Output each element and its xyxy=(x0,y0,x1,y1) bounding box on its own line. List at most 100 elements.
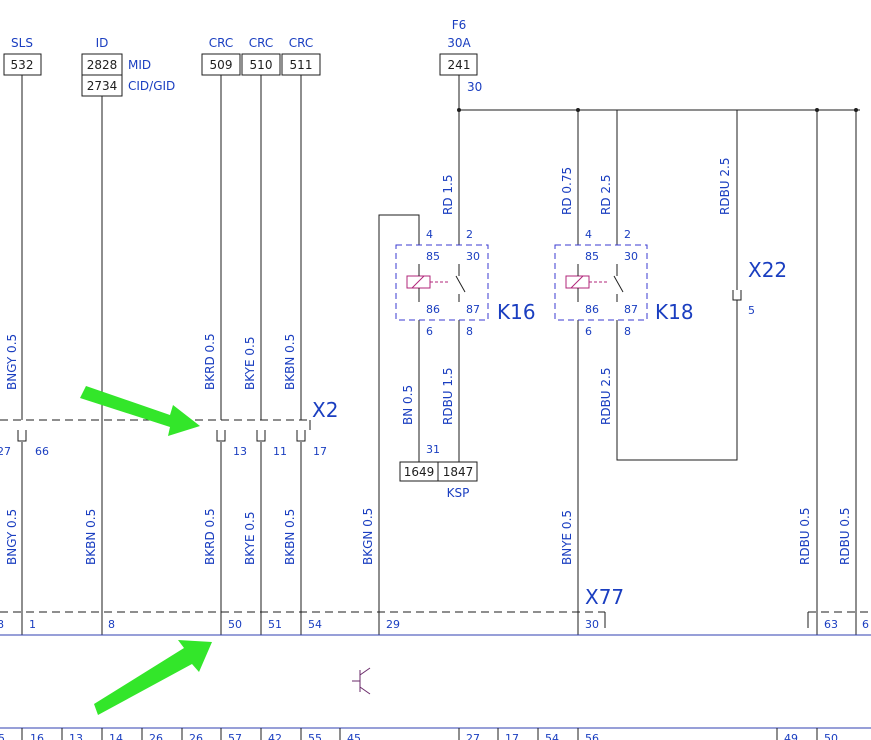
k18-pin-8: 8 xyxy=(624,325,631,338)
wire-label-bkbn-upper: BKBN 0.5 xyxy=(283,334,297,390)
svg-text:29: 29 xyxy=(386,618,400,631)
k18-pin-6: 6 xyxy=(585,325,592,338)
wire-label-bn05: BN 0.5 xyxy=(401,385,415,425)
label-k16[interactable]: K16 xyxy=(497,300,536,324)
wire-label-rdbu05-a: RDBU 0.5 xyxy=(798,508,812,566)
x2-pin-13: 13 xyxy=(233,445,247,458)
transistor-icon xyxy=(352,667,371,695)
x77-connector[interactable] xyxy=(0,611,871,628)
wire-label-bkbn-lower: BKBN 0.5 xyxy=(283,509,297,565)
bottom-row-dividers xyxy=(21,728,818,740)
wire-label-rdbu25-x22: RDBU 2.5 xyxy=(718,158,732,216)
wire-label-bkye-upper: BKYE 0.5 xyxy=(243,337,257,390)
relay-k16-outline xyxy=(395,244,489,321)
label-ksp: KSP xyxy=(447,486,470,500)
wire-label-bngy-upper: BNGY 0.5 xyxy=(5,334,19,390)
x2-connector[interactable] xyxy=(0,419,311,442)
wire-label-bkrd-upper: BKRD 0.5 xyxy=(203,333,217,390)
wire-rdbu25-loop[interactable] xyxy=(616,300,738,461)
box-2828[interactable]: 2828 xyxy=(87,58,118,72)
annotation-arrows xyxy=(80,386,212,715)
svg-text:8: 8 xyxy=(108,618,115,631)
label-x77[interactable]: X77 xyxy=(585,585,624,609)
wire-label-bkye-lower: BKYE 0.5 xyxy=(243,512,257,565)
k16-pin-4: 4 xyxy=(426,228,433,241)
x2-pin-66: 66 xyxy=(35,445,49,458)
svg-text:17: 17 xyxy=(505,732,519,740)
label-fuse-rating: 30A xyxy=(447,36,471,50)
header-boxes xyxy=(3,53,478,482)
svg-text:54: 54 xyxy=(545,732,559,740)
wire-label-bngy-lower: BNGY 0.5 xyxy=(5,509,19,565)
svg-text:51: 51 xyxy=(268,618,282,631)
k16-pin-30: 30 xyxy=(466,250,480,263)
arrow-to-x77-icon xyxy=(94,640,212,715)
x22-connector[interactable] xyxy=(732,290,742,301)
svg-text:16: 16 xyxy=(30,732,44,740)
wire-label-rd15: RD 1.5 xyxy=(441,175,455,215)
svg-text:5: 5 xyxy=(0,732,5,740)
svg-text:6: 6 xyxy=(862,618,869,631)
label-fuse-name: F6 xyxy=(452,18,467,32)
svg-text:30: 30 xyxy=(585,618,599,631)
k18-pin-30: 30 xyxy=(624,250,638,263)
k16-pin-87: 87 xyxy=(466,303,480,316)
header-labels: SLS ID CRC CRC CRC F6 30A 30 MID CID/GID… xyxy=(11,18,482,500)
ksp-pin-31: 31 xyxy=(426,443,440,456)
svg-text:26: 26 xyxy=(149,732,163,740)
component-labels: K16 K18 X22 X2 X77 xyxy=(312,258,787,609)
label-crc-509: CRC xyxy=(209,36,234,50)
wire-label-rdbu05-b: RDBU 0.5 xyxy=(838,508,852,566)
k16-pin-86: 86 xyxy=(426,303,440,316)
label-x2[interactable]: X2 xyxy=(312,398,338,422)
svg-text:1: 1 xyxy=(29,618,36,631)
wire-bkgn[interactable] xyxy=(378,214,420,635)
svg-text:8: 8 xyxy=(0,618,4,631)
label-x22[interactable]: X22 xyxy=(748,258,787,282)
box-532[interactable]: 532 xyxy=(11,58,34,72)
wire-labels: BNGY 0.5 BNGY 0.5 BKBN 0.5 BKRD 0.5 BKRD… xyxy=(5,158,852,566)
x2-pin-27: 27 xyxy=(0,445,11,458)
k16-pin-85: 85 xyxy=(426,250,440,263)
label-fuse-pin: 30 xyxy=(467,80,482,94)
box-1847[interactable]: 1847 xyxy=(443,465,474,479)
k16-pin-6: 6 xyxy=(426,325,433,338)
box-510[interactable]: 510 xyxy=(250,58,273,72)
bottom-row-labels: 5 16 13 14 26 26 57 42 55 45 27 17 54 56… xyxy=(0,732,838,740)
k18-pin-86: 86 xyxy=(585,303,599,316)
label-id: ID xyxy=(96,36,109,50)
relay-pin-labels: 4 2 85 30 86 87 6 8 4 2 85 30 86 87 6 8 xyxy=(426,228,638,338)
wire-label-rdbu15: RDBU 1.5 xyxy=(441,368,455,426)
relay-k18-outline xyxy=(554,244,648,321)
box-labels: 532 2828 2734 509 510 511 241 1649 1847 xyxy=(11,58,474,479)
svg-text:13: 13 xyxy=(69,732,83,740)
svg-text:45: 45 xyxy=(347,732,361,740)
k16-pin-2: 2 xyxy=(466,228,473,241)
box-241[interactable]: 241 xyxy=(448,58,471,72)
label-crc-511: CRC xyxy=(289,36,314,50)
box-511[interactable]: 511 xyxy=(290,58,313,72)
svg-text:26: 26 xyxy=(189,732,203,740)
svg-text:63: 63 xyxy=(824,618,838,631)
relay-k16[interactable] xyxy=(395,244,489,321)
wires xyxy=(21,75,860,635)
box-2734[interactable]: 2734 xyxy=(87,79,118,93)
k16-pin-8: 8 xyxy=(466,325,473,338)
svg-text:49: 49 xyxy=(784,732,798,740)
label-sls: SLS xyxy=(11,36,33,50)
svg-text:54: 54 xyxy=(308,618,322,631)
k18-pin-2: 2 xyxy=(624,228,631,241)
x2-pin-labels: 27 66 13 11 17 31 xyxy=(0,443,440,458)
svg-text:56: 56 xyxy=(585,732,599,740)
svg-text:50: 50 xyxy=(824,732,838,740)
x22-pin-5: 5 xyxy=(748,304,755,317)
wire-label-rd075: RD 0.75 xyxy=(560,167,574,215)
label-k18[interactable]: K18 xyxy=(655,300,694,324)
wire-label-bnye: BNYE 0.5 xyxy=(560,510,574,565)
wire-label-bkbn-id: BKBN 0.5 xyxy=(84,509,98,565)
wire-label-rdbu25-loop: RDBU 2.5 xyxy=(599,368,613,426)
box-509[interactable]: 509 xyxy=(210,58,233,72)
box-1649[interactable]: 1649 xyxy=(404,465,435,479)
relay-k18[interactable] xyxy=(554,244,648,321)
x77-pin-labels: 8 1 8 50 51 54 29 30 63 6 xyxy=(0,618,869,631)
